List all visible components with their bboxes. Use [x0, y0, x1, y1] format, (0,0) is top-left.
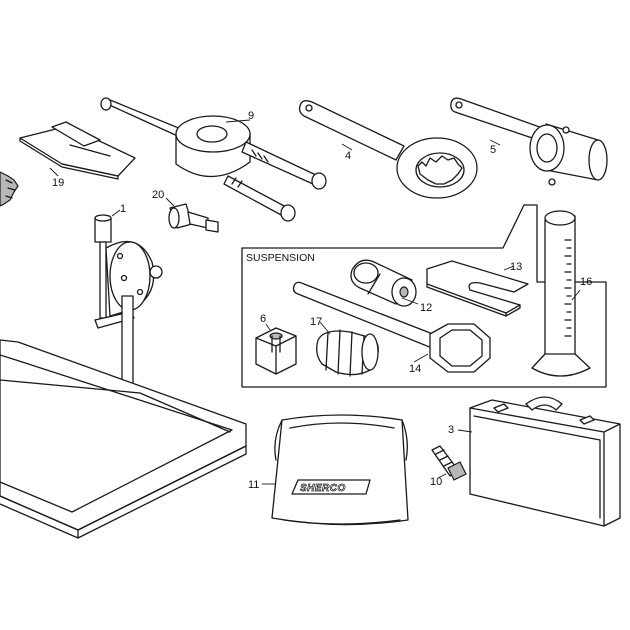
- part-6-block: [255, 327, 297, 375]
- callout-17: 17: [310, 316, 322, 328]
- suspension-section-label: SUSPENSION: [246, 252, 315, 264]
- drain-tray: [0, 339, 247, 539]
- part-14-long-spanner: [292, 281, 491, 373]
- callout-20: 20: [152, 189, 164, 201]
- callout-5: 5: [490, 144, 496, 156]
- part-5-hook-spanner: [450, 97, 608, 186]
- callout-numbers: 1 9 4 5 20 19 12 13 16 6 17 14 3 10 11: [52, 110, 592, 491]
- leader-lines: [49, 119, 581, 485]
- part-12-socket: [350, 259, 417, 307]
- part-17-split-collar: [316, 329, 379, 377]
- callout-3: 3: [448, 424, 454, 436]
- callout-19: 19: [52, 177, 64, 189]
- part-16-measuring-cylinder: [531, 210, 591, 377]
- part-1-puller-stand: [94, 214, 163, 386]
- part-10-valve-tool: [431, 445, 467, 481]
- callout-13: 13: [510, 261, 522, 273]
- part-20-threaded-adapter: [168, 203, 219, 233]
- partial-gear-part: [0, 171, 19, 207]
- callout-10: 10: [430, 476, 442, 488]
- part-9-clamp-ring: [100, 97, 327, 222]
- callout-1: 1: [120, 203, 126, 215]
- suspension-group: [241, 204, 607, 388]
- callout-6: 6: [260, 313, 266, 325]
- part-19-shim-plate: [19, 121, 136, 180]
- part-13-forked-plate: [426, 260, 529, 317]
- callout-11: 11: [248, 479, 259, 491]
- callout-14: 14: [409, 363, 421, 375]
- callout-16: 16: [580, 276, 592, 288]
- bag-brand-text: SHERCO: [300, 483, 346, 494]
- part-3-carrying-case: [469, 396, 621, 527]
- callout-9: 9: [248, 110, 254, 122]
- part-4-spanner-wrench: [298, 100, 478, 199]
- callout-4: 4: [345, 150, 351, 162]
- callout-12: 12: [420, 302, 432, 314]
- part-11-tool-bag: SHERCO: [271, 414, 409, 526]
